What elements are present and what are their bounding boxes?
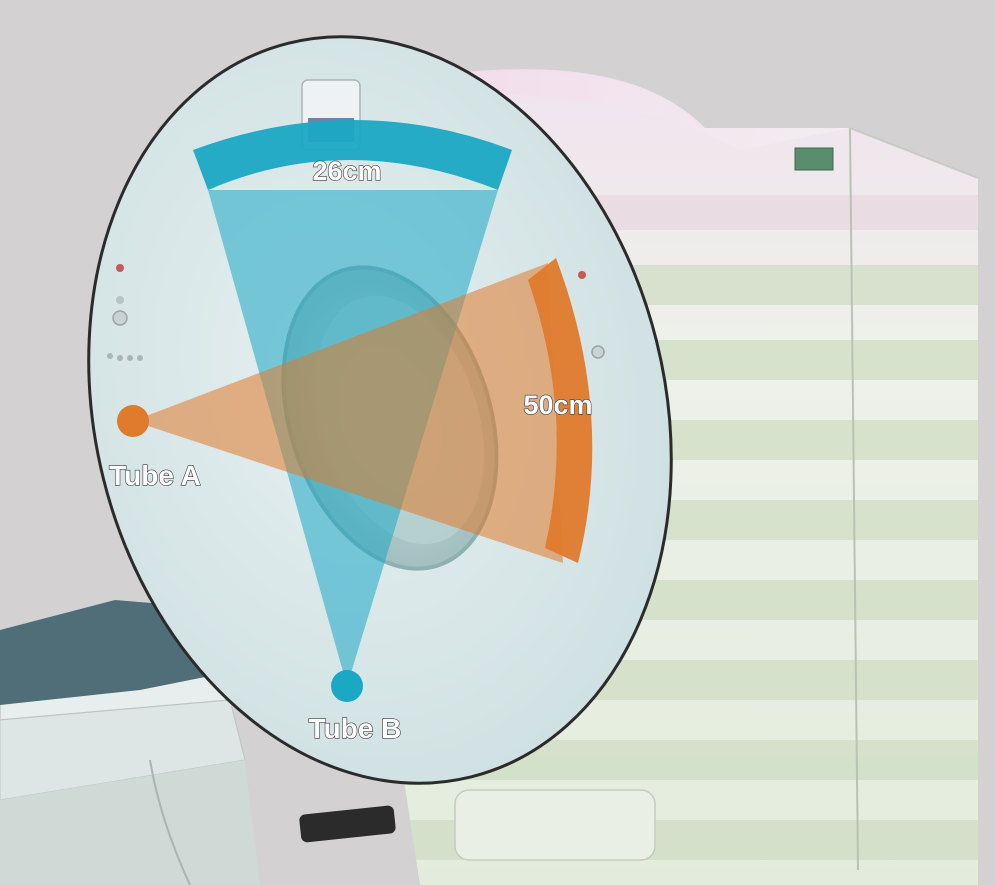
- tube-a-beam: [133, 258, 593, 563]
- tube-b-source: [331, 670, 363, 702]
- tube-a-source: [117, 405, 149, 437]
- tube-b-detector-arc: [193, 120, 512, 190]
- tube-a-detector-arc: [528, 258, 593, 563]
- tube-b-label: Tube B: [309, 713, 402, 744]
- fov-a-label: 50cm: [523, 390, 592, 420]
- tube-a-label: Tube A: [109, 460, 201, 491]
- device-sticker: [794, 147, 834, 171]
- fov-b-label: 26cm: [312, 156, 381, 186]
